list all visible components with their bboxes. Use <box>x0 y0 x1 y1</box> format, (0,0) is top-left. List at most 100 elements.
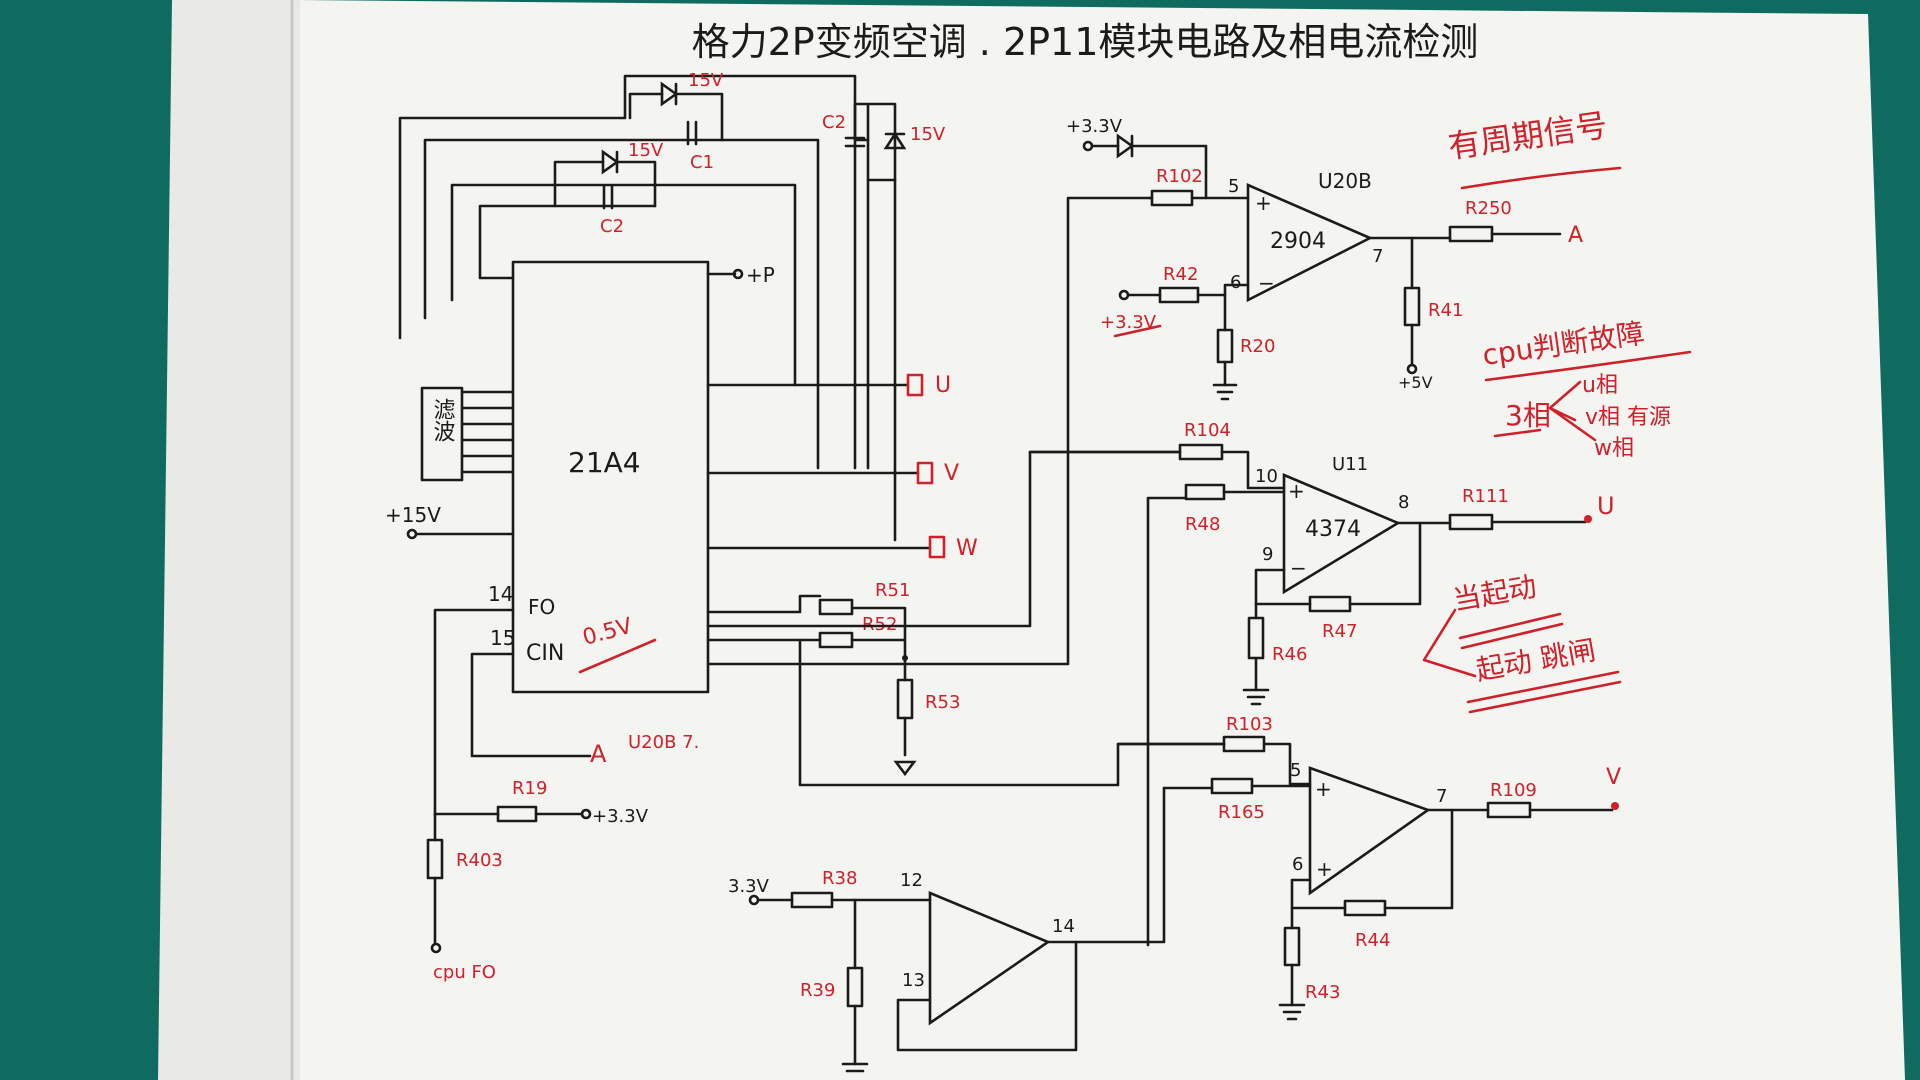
p5v-terminal <box>1406 363 1418 375</box>
u20b-out-wire <box>1368 232 1562 240</box>
r41-label: R41 <box>1428 300 1463 321</box>
page-title: 格力2P变频空调 . 2P11模块电路及相电流检测 <box>692 20 1479 64</box>
r250-label: R250 <box>1465 198 1512 219</box>
zener-icon <box>601 149 620 175</box>
u-label: U <box>935 373 951 398</box>
diode-to-node <box>1130 144 1208 200</box>
r102-label: R102 <box>1156 166 1203 187</box>
ic-pin14-label: 14 <box>488 582 513 606</box>
u-out-node <box>1584 515 1592 523</box>
u20b-33v-label: +3.3V <box>1066 116 1123 137</box>
notebook-left-page <box>158 0 300 1080</box>
cin-underline <box>578 638 657 674</box>
r43-wire <box>1290 878 1312 1007</box>
u20b-plus: + <box>1255 191 1272 215</box>
r103-label: R103 <box>1226 714 1273 735</box>
bootstrap-network: 15V C1 15V C2 C2 15V <box>398 70 946 542</box>
p5v-label: +5V <box>1398 373 1433 392</box>
u4-pin13: 13 <box>902 970 925 991</box>
ground-icon <box>893 760 917 777</box>
annotation-w-phase: w相 <box>1594 436 1634 461</box>
filter-block: 滤波 <box>420 386 515 482</box>
shunt-to-u20b <box>706 196 1152 666</box>
r43-label: R43 <box>1305 982 1340 1003</box>
u3-plus: + <box>1315 777 1332 801</box>
r53-body <box>896 678 914 720</box>
u11-label: U11 <box>1332 454 1368 475</box>
opamp-u11: U11 4374 + − 10 9 8 R104 R48 R46 R47 R11… <box>1028 420 1615 947</box>
r250-body <box>1448 225 1494 243</box>
r52-body <box>818 631 854 649</box>
a-out-label: A <box>1568 223 1583 248</box>
r48-body <box>1184 483 1226 501</box>
r403-body <box>426 838 444 880</box>
r38-label: R38 <box>822 868 857 889</box>
r403-label: R403 <box>456 850 503 871</box>
annotation-v-phase: v相 有源 <box>1585 405 1671 430</box>
u3-triangle <box>1308 766 1431 896</box>
plusp-label: +P <box>746 263 775 287</box>
r51-body <box>818 598 854 616</box>
filter-box <box>420 386 464 482</box>
u3-pin6: 6 <box>1292 854 1303 875</box>
u11-out-wire <box>1396 520 1587 525</box>
boot-wire-2 <box>423 138 820 470</box>
c2a-label: C2 <box>822 112 846 133</box>
r103-wire <box>1116 742 1312 786</box>
ground-icon <box>841 1062 869 1073</box>
u-out-label: U <box>1597 492 1615 520</box>
r46-wire <box>1254 568 1286 692</box>
ic-21a4: 21A4 14 FO 15 CIN 0.5V <box>488 260 710 694</box>
u-terminal <box>906 373 924 397</box>
shunt-network: R51 R52 R53 <box>706 196 1226 787</box>
u4-out-wire <box>1046 786 1166 944</box>
u11-pin8: 8 <box>1398 492 1409 513</box>
r46-body <box>1247 616 1265 660</box>
u4-pin12: 12 <box>900 870 923 891</box>
ground-icon <box>1278 1003 1306 1021</box>
r51-label: R51 <box>875 580 910 601</box>
z1-wire <box>628 92 664 120</box>
r165-wire <box>1162 784 1312 790</box>
u4-pin14: 14 <box>1052 916 1075 937</box>
u20b-pin6: 6 <box>1230 272 1241 293</box>
c1-label: C1 <box>690 152 714 173</box>
filter-wires <box>460 390 515 474</box>
w-label: W <box>956 536 978 561</box>
ground-icon <box>1212 383 1238 401</box>
ic-cin-label: CIN <box>526 641 564 666</box>
z2-wire-2 <box>615 160 657 208</box>
a-ref-label: A <box>590 740 607 768</box>
r20-label: R20 <box>1240 336 1275 357</box>
r104-wire <box>1028 450 1286 490</box>
annotation-underline <box>1484 350 1692 382</box>
annotation-underline <box>1466 670 1622 714</box>
ic-pin15-label: 15 <box>490 626 515 650</box>
u3-pin5: 5 <box>1290 760 1301 781</box>
r52-label: R52 <box>862 614 897 635</box>
fo-wire <box>433 608 515 817</box>
r19-label: R19 <box>512 778 547 799</box>
v-out-node <box>1611 802 1619 810</box>
cpu-fo-terminal <box>430 942 442 954</box>
boot-wire-4 <box>478 204 657 280</box>
r42-body <box>1158 286 1200 304</box>
boot-wire-3 <box>450 183 797 387</box>
r44-label: R44 <box>1355 930 1390 951</box>
opamp-u3: + + 5 6 7 R103 R165 R43 R44 R109 V <box>1116 714 1621 1021</box>
r43-body <box>1283 926 1301 967</box>
u20b-label: U20B <box>1318 169 1372 193</box>
w-terminal <box>928 535 946 559</box>
r53-label: R53 <box>925 692 960 713</box>
z1-label: 15V <box>688 70 724 91</box>
u20b-part: 2904 <box>1270 229 1326 254</box>
r111-body <box>1448 513 1494 531</box>
cin-wire <box>470 652 592 758</box>
u3-pin7: 7 <box>1436 786 1447 807</box>
u11-pin9: 9 <box>1262 544 1273 565</box>
r109-body <box>1486 801 1532 819</box>
filter-label: 滤波 <box>430 398 456 442</box>
u11-pin10: 10 <box>1255 466 1278 487</box>
outputs: +P U V W <box>706 263 978 561</box>
